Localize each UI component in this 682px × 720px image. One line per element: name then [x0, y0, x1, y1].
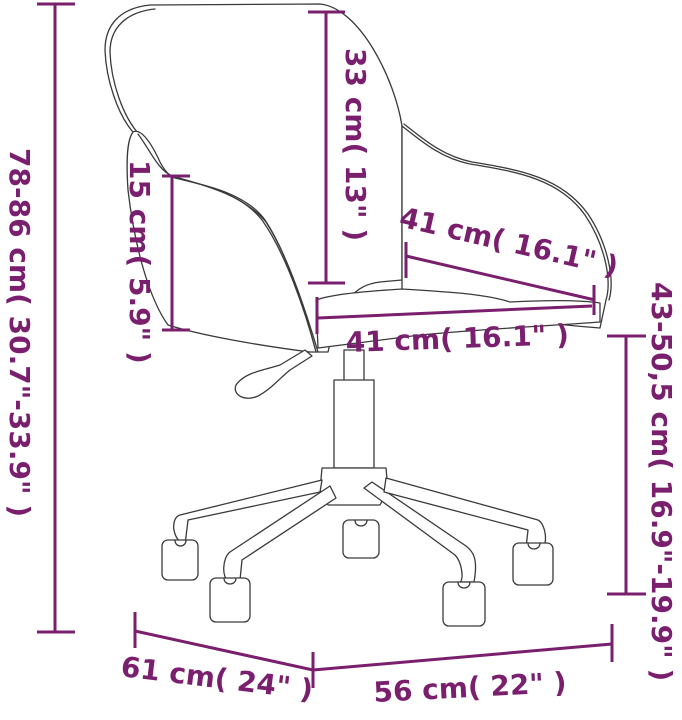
armrest-height-label: 15 cm( 5.9" ) — [123, 160, 156, 364]
base-depth-label: 61 cm( 24" ) — [119, 650, 315, 706]
base-leg — [383, 477, 547, 549]
seat-height-label: 43-50,5 cm( 16.9"-19.9" ) — [645, 282, 678, 681]
gas-cylinder — [333, 379, 375, 469]
seat-width-label: 41 cm( 16.1" ) — [345, 318, 569, 359]
caster — [512, 542, 554, 586]
caster — [209, 577, 251, 623]
base-leg — [223, 485, 337, 581]
caster — [161, 539, 199, 581]
backrest-height-label: 33 cm( 13" ) — [339, 48, 372, 241]
gas-lever — [234, 349, 313, 399]
chair-drawing — [104, 3, 612, 627]
dimension-lines — [37, 2, 646, 688]
total-height-label: 78-86 cm( 30.7"-33.9" ) — [3, 148, 36, 517]
base-width-label: 56 cm( 22" ) — [373, 666, 568, 709]
caster — [442, 581, 486, 627]
caster — [342, 519, 380, 559]
seat-cushion — [315, 288, 601, 349]
base-leg — [173, 479, 323, 546]
